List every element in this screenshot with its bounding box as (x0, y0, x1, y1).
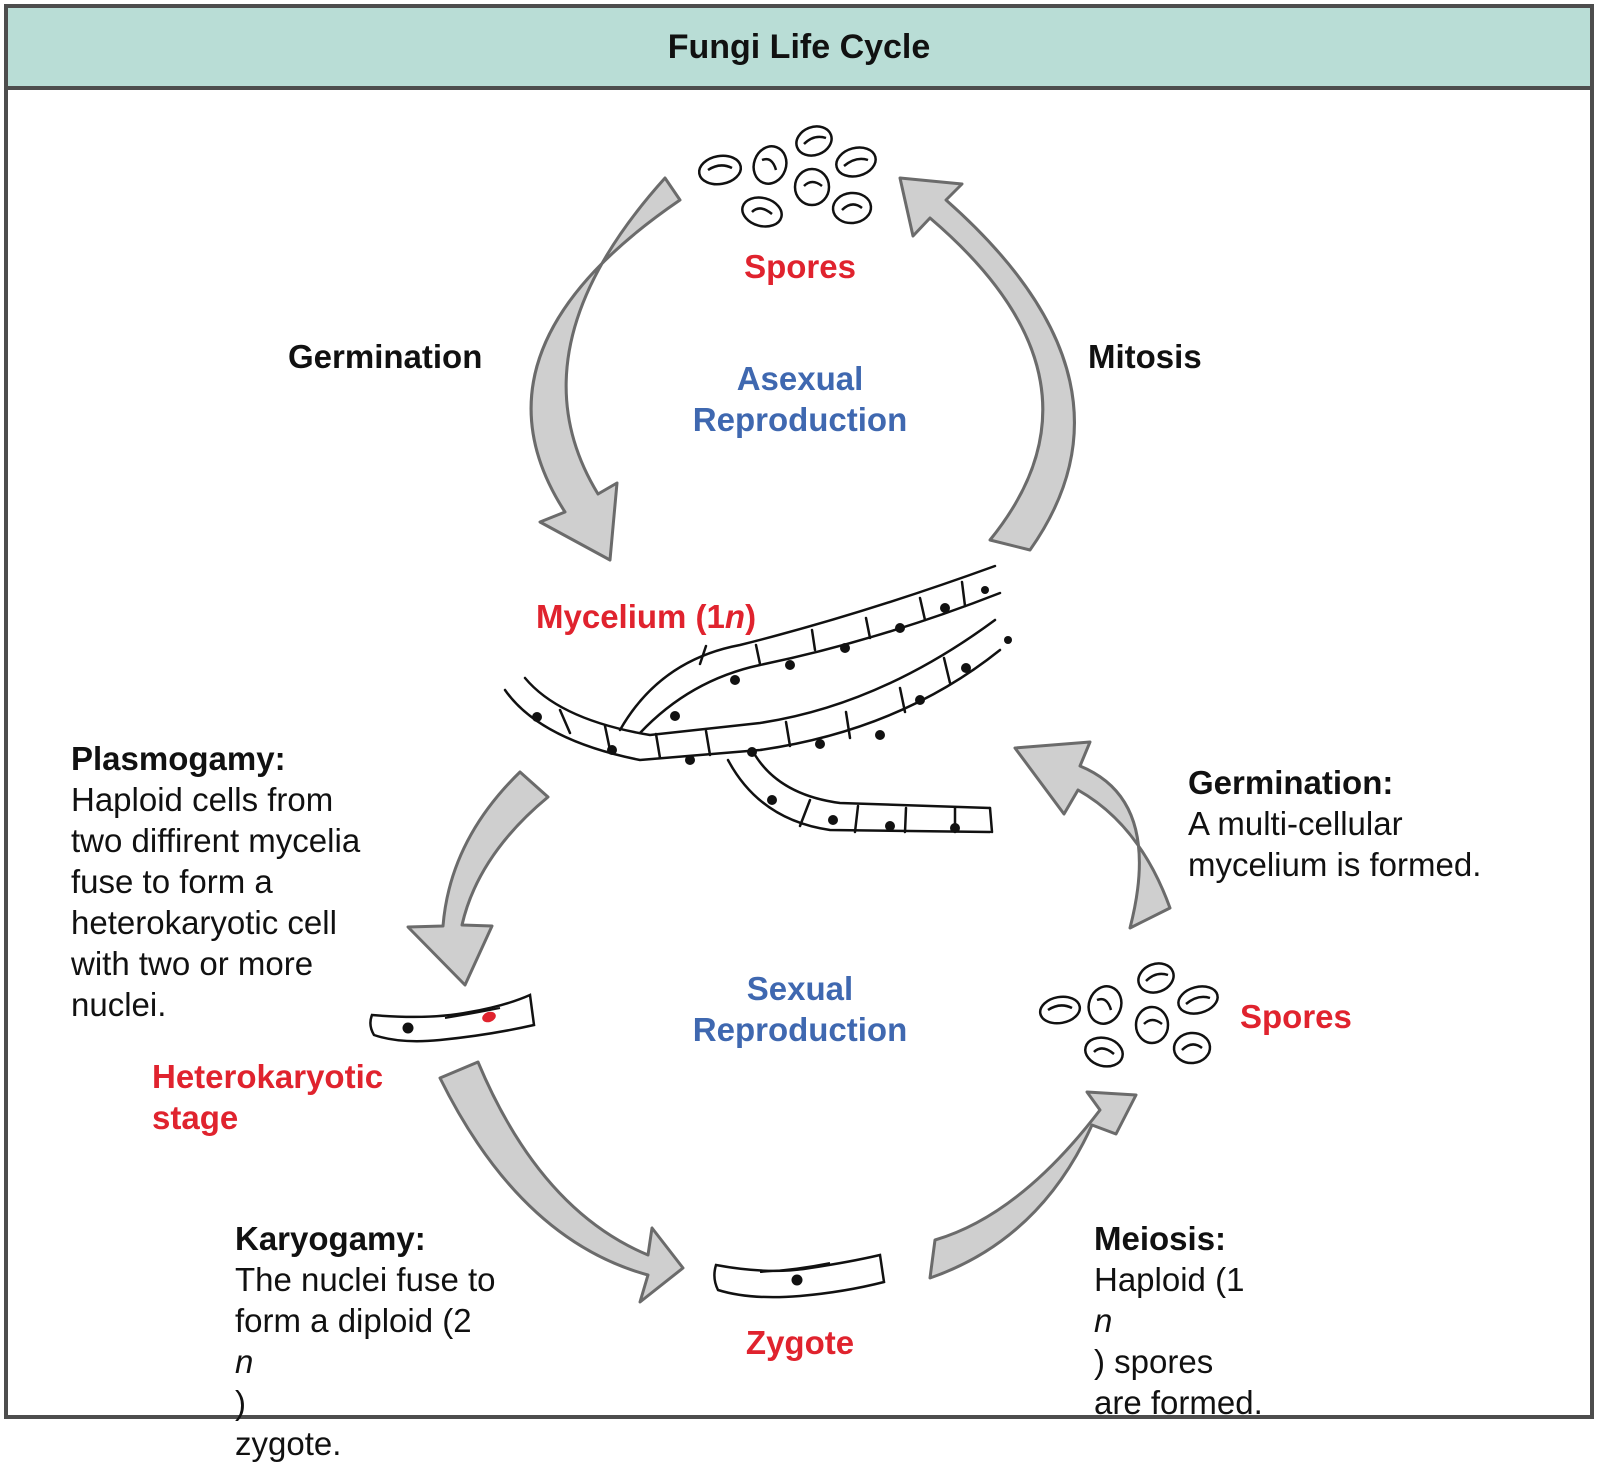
sexual-spores-icon (1038, 962, 1219, 1068)
plasmogamy-arrow (406, 770, 550, 987)
heterokaryotic-cell-icon (369, 993, 536, 1043)
mycelium-label: Mycelium (1n) (536, 598, 757, 635)
diagram-frame: Fungi Life Cycle (4, 4, 1594, 1419)
germination-arrow (529, 176, 682, 562)
asexual-spores-icon (697, 125, 877, 228)
mycelium-hyphae-icon (503, 564, 1002, 834)
asexual-spores-label: Spores (744, 248, 856, 285)
asexual-reproduction-label: Asexual Reproduction (692, 360, 908, 438)
mycelium-nuclei (532, 586, 1012, 833)
plasmogamy-description: Plasmogamy: Haploid cells from two diffi… (71, 740, 361, 1023)
zygote-cell-icon (713, 1253, 886, 1299)
germination-sexual-heading: Germination: (1188, 764, 1394, 801)
karyogamy-arrow (438, 1060, 685, 1304)
meiosis-arrow (928, 1090, 1138, 1280)
meiosis-heading: Meiosis: (1094, 1220, 1227, 1257)
sexual-spores-label: Spores (1240, 998, 1352, 1035)
karyogamy-heading: Karyogamy: (235, 1220, 426, 1257)
karyogamy-description: Karyogamy: The nuclei fuse to form a dip… (235, 1220, 496, 1462)
sexual-reproduction-label: Sexual Reproduction (692, 970, 908, 1048)
zygote-label: Zygote (745, 1324, 855, 1361)
germination-label: Germination (288, 338, 483, 375)
germination-sexual-description: Germination: A multi-cellular mycelium i… (1188, 764, 1482, 883)
title-bar: Fungi Life Cycle (8, 8, 1590, 90)
germination-sexual-arrow (1013, 740, 1172, 930)
mitosis-label: Mitosis (1088, 338, 1202, 375)
heterokaryotic-stage-label: Heterokaryotic stage (152, 1058, 384, 1136)
life-cycle-artwork (369, 125, 1219, 1304)
plasmogamy-heading: Plasmogamy: (71, 740, 286, 777)
diagram-title: Fungi Life Cycle (667, 27, 931, 66)
mitosis-arrow (898, 176, 1076, 552)
